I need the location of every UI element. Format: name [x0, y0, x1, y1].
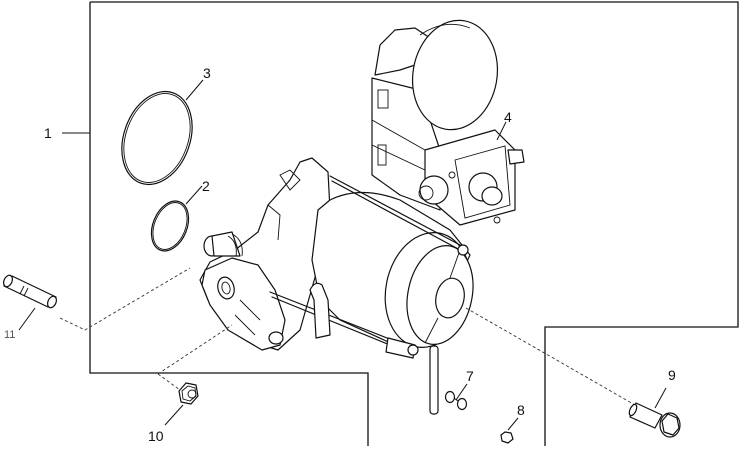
o-ring-small	[150, 185, 203, 252]
callout-7: 7	[466, 368, 474, 384]
callout-11: 11	[4, 329, 16, 341]
callout-9: 9	[668, 367, 676, 383]
assembly-frame	[89, 1, 739, 446]
callout-4: 4	[504, 109, 512, 125]
stud	[2, 274, 58, 331]
o-ring-large	[121, 79, 204, 186]
callout-1: 1	[44, 125, 52, 141]
flange-bolt	[628, 387, 681, 438]
flange-nut	[164, 382, 199, 426]
solenoid	[371, 19, 525, 226]
starter-motor-body	[199, 157, 474, 415]
nut	[500, 417, 519, 444]
callout-10: 10	[148, 428, 164, 444]
screw-with-washer	[444, 383, 468, 411]
callout-3: 3	[203, 65, 211, 81]
callout-8: 8	[517, 402, 525, 418]
assembly-guide-lines	[59, 267, 636, 406]
callout-2: 2	[202, 178, 210, 194]
